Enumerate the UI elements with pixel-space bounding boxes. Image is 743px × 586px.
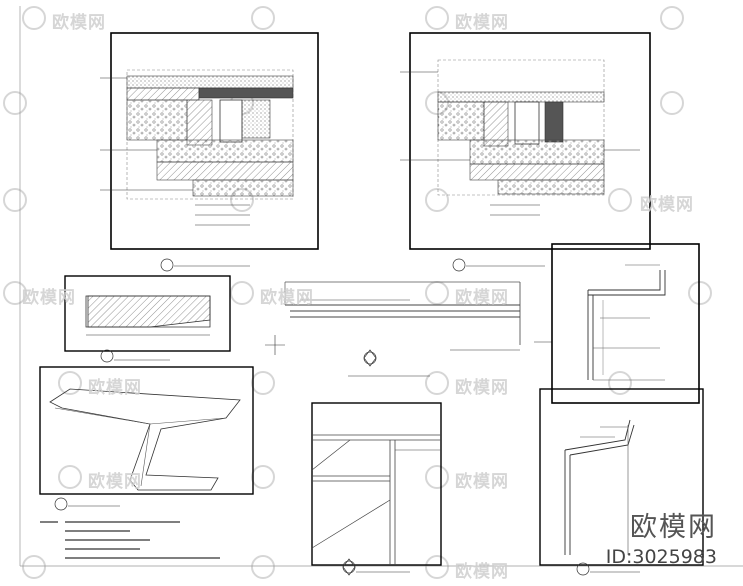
watermark-brand: 欧模网 [88, 378, 142, 398]
detail-06 [311, 402, 442, 576]
watermark-brand: 欧模网 [52, 13, 106, 33]
detail-04 [39, 366, 254, 511]
watermark-brand: 欧模网 [640, 195, 694, 215]
watermark-brand: 欧模网 [455, 472, 509, 492]
brand-logo-text: 欧模网 [630, 512, 717, 543]
detail-02 [400, 32, 651, 272]
watermark-brand: 欧模网 [88, 472, 142, 492]
general-notes [40, 521, 220, 559]
watermark-brand: 欧模网 [22, 288, 76, 308]
watermark-brand: 欧模网 [455, 378, 509, 398]
detail-03 [64, 275, 231, 363]
watermark-brand: 欧模网 [455, 13, 509, 33]
detail-01 [100, 32, 319, 272]
detail-07 [551, 243, 700, 404]
model-id: ID:3025983 [605, 546, 717, 568]
watermark-brand: 欧模网 [455, 288, 509, 308]
detail-05 [265, 281, 552, 377]
watermark-brand: 欧模网 [455, 562, 509, 582]
watermark-brand: 欧模网 [260, 288, 314, 308]
detail-08 [539, 388, 704, 576]
watermark-logos [3, 6, 712, 579]
